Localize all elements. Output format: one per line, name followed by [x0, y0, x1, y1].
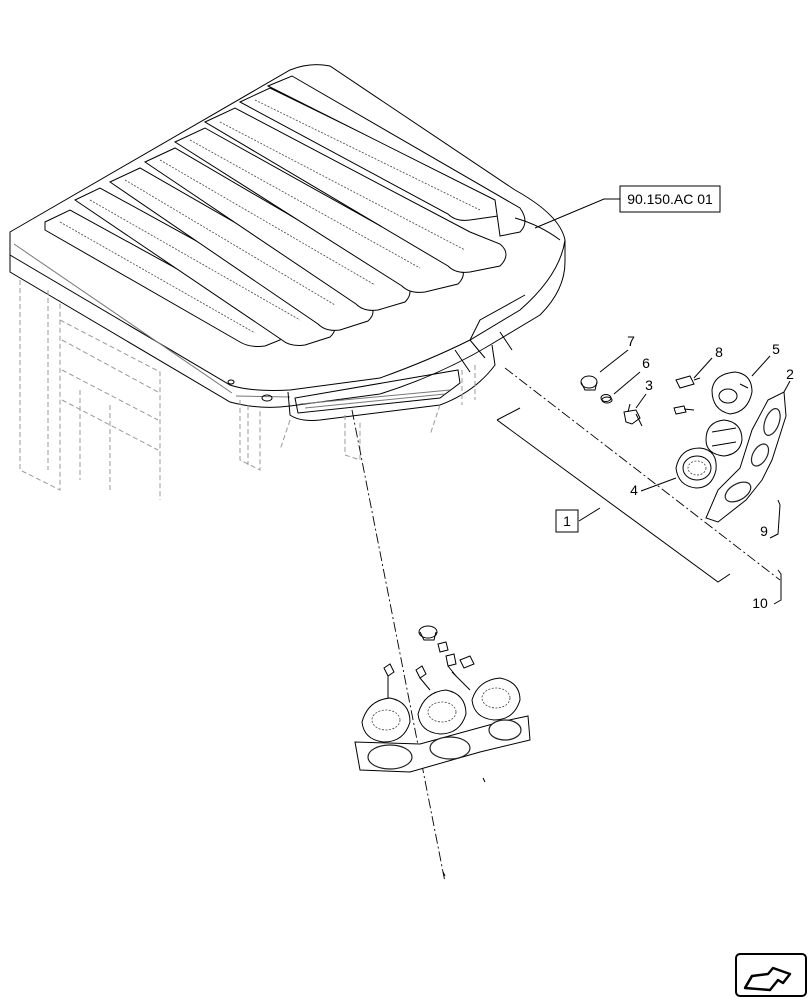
- part-2-bezel: [705, 391, 787, 523]
- cab-frame: [19, 280, 476, 500]
- callout-8: 8: [715, 344, 723, 360]
- callout-9: 9: [760, 523, 768, 539]
- cab-roof: [9, 64, 566, 421]
- callout-5: 5: [772, 341, 780, 357]
- callout-4: 4: [630, 482, 638, 498]
- part-7-cap: [580, 375, 598, 391]
- part-3-bulb: [623, 403, 643, 427]
- callout-10: 10: [752, 595, 768, 611]
- reference-label: 90.150.AC 01: [627, 191, 713, 207]
- center-lines: [351, 367, 781, 883]
- part-5-housing: [711, 371, 753, 415]
- lamp-array: [354, 625, 531, 877]
- part-4-headlamp: [675, 447, 717, 489]
- lamp-assembly-exploded: [580, 371, 787, 523]
- arrow-icon[interactable]: [735, 953, 807, 997]
- reference-box[interactable]: 90.150.AC 01: [619, 185, 721, 213]
- part-6-washer: [600, 394, 613, 404]
- callout-3: 3: [645, 377, 653, 393]
- callouts: 1 2 3 4 5 6 7 8 9 10: [555, 333, 794, 611]
- callout-6: 6: [642, 355, 650, 371]
- reflector: [705, 419, 743, 457]
- callout-1: 1: [563, 513, 571, 529]
- leader-lines: [496, 198, 791, 605]
- callout-1-box: [555, 509, 579, 533]
- callout-2: 2: [786, 366, 794, 382]
- callout-7: 7: [627, 333, 635, 349]
- part-8-connector: [675, 375, 701, 389]
